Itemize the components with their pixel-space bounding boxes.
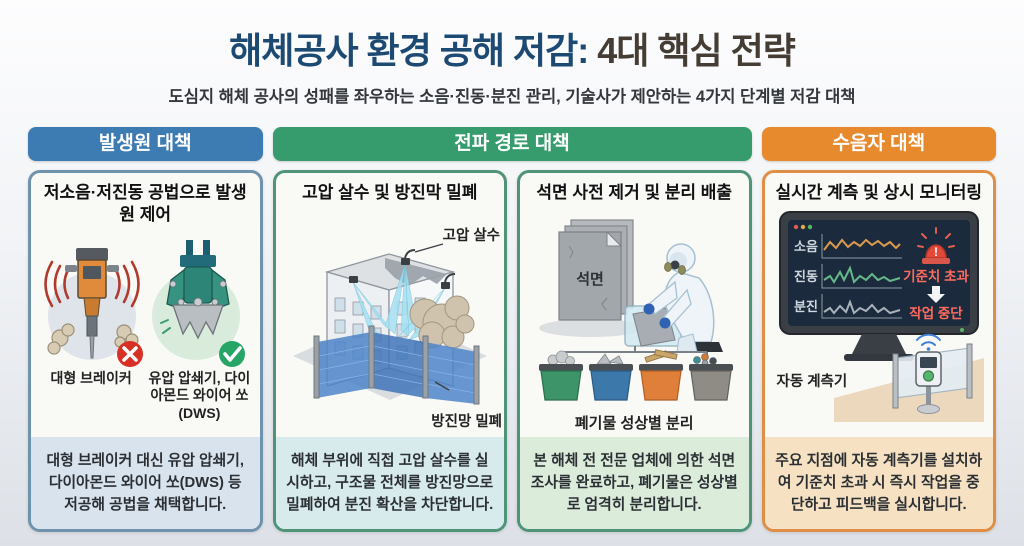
building-spray-icon [292, 243, 487, 405]
card-4-footer: 주요 지점에 자동 계측기를 설치하여 기준치 초과 시 즉시 작업을 중단하고… [764, 437, 993, 529]
asbestos-worker-icon: 석면 [539, 219, 734, 401]
card-low-noise-methods: 저소음·저진동 공법으로 발생원 제어 [28, 170, 263, 532]
card-3-illustration: 석면 [520, 206, 749, 412]
mesh-callout-label: 방진망 밀폐 [431, 414, 502, 430]
x-icon [117, 340, 144, 367]
asbestos-sheet-label: 석면 [576, 270, 604, 288]
wifi-icon [915, 333, 941, 346]
crusher-label: 유압 압쇄기, 다이아몬드 와이어 쏘(DWS) [148, 369, 251, 421]
monitor-label-dust: 분진 [794, 299, 818, 314]
monitor-dashboard-icon: 소음 진동 분진 ! 기준치 초과 [778, 210, 984, 422]
waste-sorting-label: 폐기물 성상별 분리 [574, 415, 694, 432]
card-1-footer: 대형 브레이커 대신 유압 압쇄기, 다이아몬드 와이어 쏘(DWS) 등 저공… [31, 437, 260, 529]
section-header-source: 발생원 대책 [28, 127, 263, 161]
monitor-label-noise: 소음 [794, 239, 818, 254]
card-2-title: 고압 살수 및 방진막 밀폐 [302, 183, 478, 202]
card-3-footer: 본 해체 전 전문 업체에 의한 석면 조사를 완료하고, 폐기물은 성상별로 … [520, 437, 749, 529]
section-header-receiver: 수음자 대책 [761, 127, 996, 161]
monitor-label-vibration: 진동 [794, 269, 818, 284]
spray-callout-label: 고압 살수 [442, 227, 500, 244]
card-2-illustration: 고압 살수 방진망 밀폐 [276, 206, 505, 437]
breaker-vs-crusher-icon [44, 239, 246, 367]
breaker-label: 대형 브레이커 [50, 369, 132, 386]
card-row: 저소음·저진동 공법으로 발생원 제어 [28, 170, 996, 532]
card-asbestos-removal: 석면 사전 제거 및 분리 배출 석면 [517, 170, 752, 532]
page-title-main: 해체공사 환경 공해 저감: [229, 30, 598, 71]
check-icon [219, 340, 246, 367]
meter-callout-label: 자동 계측기 [776, 374, 848, 390]
svg-text:!: ! [934, 245, 938, 259]
card-1-machine-labels: 대형 브레이커 유압 압쇄기, 다이아몬드 와이어 쏘(DWS) [31, 370, 260, 425]
card-1-illustration: 대형 브레이커 유압 압쇄기, 다이아몬드 와이어 쏘(DWS) [31, 228, 260, 438]
page-title: 해체공사 환경 공해 저감: 4대 핵심 전략 [0, 22, 1024, 74]
siren-icon: ! [916, 226, 955, 264]
card-3-title: 석면 사전 제거 및 분리 배출 [536, 183, 733, 202]
card-4-illustration: 소음 진동 분진 ! 기준치 초과 [765, 206, 994, 437]
page-subtitle: 도심지 해체 공사의 성패를 좌우하는 소음·진동·분진 관리, 기술사가 제안… [168, 88, 856, 106]
alert-over-label: 기준치 초과 [903, 269, 969, 284]
section-header-path: 전파 경로 대책 [272, 127, 752, 161]
section-header-row: 발생원 대책 전파 경로 대책 수음자 대책 [28, 127, 996, 161]
alert-stop-label: 작업 중단 [909, 305, 963, 321]
card-realtime-monitoring: 실시간 계측 및 상시 모니터링 소음 진동 분진 [761, 170, 996, 532]
card-water-spray-enclosure: 고압 살수 및 방진막 밀폐 [272, 170, 507, 532]
card-1-title: 저소음·저진동 공법으로 발생원 제어 [43, 183, 247, 224]
card-2-footer: 해체 부위에 직접 고압 살수를 실시하고, 구조물 전체를 방진망으로 밀폐하… [275, 437, 504, 529]
page-title-accent: 4대 핵심 전략 [597, 30, 796, 71]
card-4-title: 실시간 계측 및 상시 모니터링 [775, 183, 983, 202]
